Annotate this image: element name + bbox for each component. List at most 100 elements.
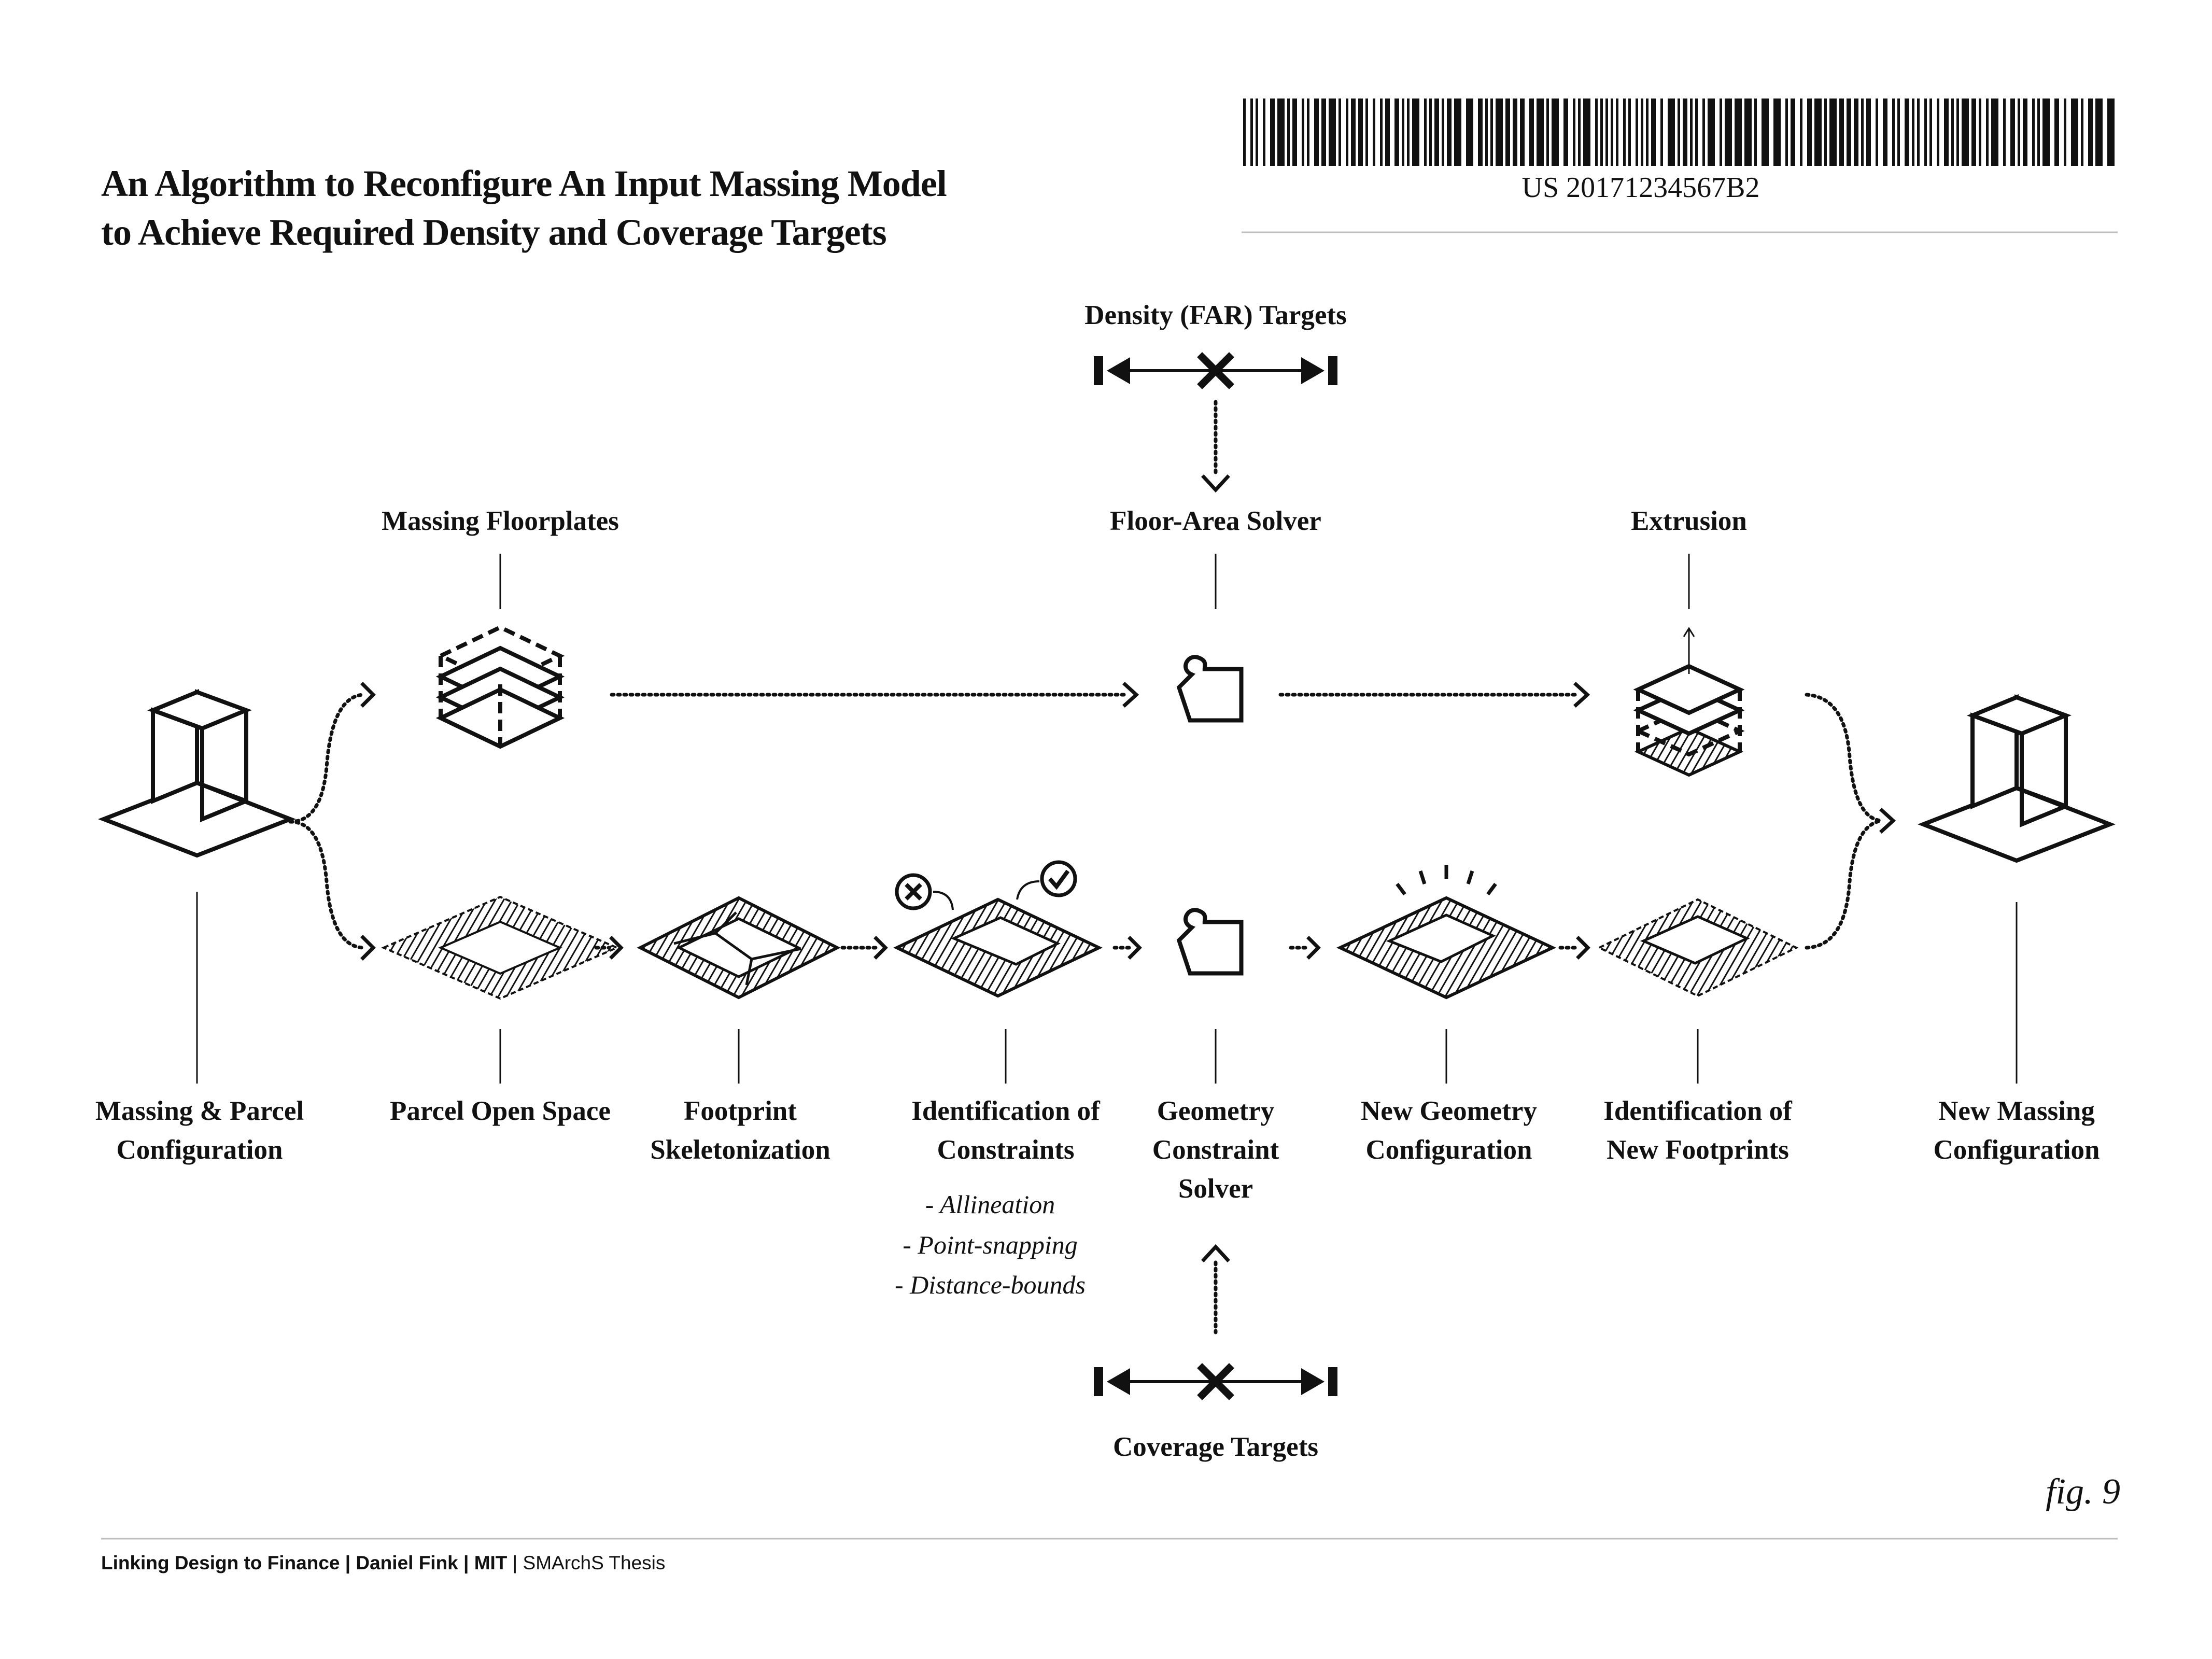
barcode-bar [1944,99,1949,166]
barcode-bar [2095,99,2103,166]
barcode-bar [2064,99,2066,166]
barcode-bar [1243,99,1246,166]
barcode-bar [1800,99,1802,166]
barcode-bar [1529,99,1534,166]
barcode-bar [1429,99,1432,166]
barcode-bar [1979,99,1981,166]
barcode-bar [1358,99,1363,166]
barcode-bar [1951,99,1954,166]
barcode-bar [1380,99,1383,166]
barcode-bar [1270,99,1275,166]
constraint-item: - Allineation [925,1190,1055,1219]
geometry-solver-label-1: Geometry [1157,1096,1275,1126]
barcode-bar [1339,99,1341,166]
footer-school: MIT [474,1552,508,1573]
barcode-bar [1302,99,1304,166]
density-arrow-icon [1201,474,1230,493]
barcode-bar [1929,99,1932,166]
floor-area-solver-label: Floor-Area Solver [1110,506,1321,536]
footer-title: Linking Design to Finance | Daniel Fink … [101,1552,474,1574]
new-geometry-label-2: Configuration [1366,1135,1532,1165]
floor-area-puzzle-icon [1159,638,1267,746]
barcode-bar [1611,99,1613,166]
barcode-bar [2042,99,2050,166]
barcode-bar [1646,99,1649,166]
branch-down-connector [288,820,365,950]
barcode-bar [1754,99,1757,166]
barcode-bar [1321,99,1326,166]
massing-floorplates-label: Massing Floorplates [382,506,619,536]
arrow-icon [1306,936,1321,960]
merge-down-connector [1805,819,1884,950]
barcode-bar [1866,99,1871,166]
merge-up-connector [1805,693,1884,823]
constraint-item: - Point-snapping [903,1230,1077,1259]
barcode-bar [2081,99,2083,166]
barcode-bar [1791,99,1795,166]
massing-parcel-cube-icon [104,692,290,855]
barcode-bar [1883,99,1887,166]
footer-program: | SMArchS Thesis [507,1552,665,1573]
barcode-bar [1573,99,1575,166]
barcode-bar [1628,99,1631,166]
new-massing-cube-icon [1923,697,2110,861]
barcode-bar [1725,99,1732,166]
barcode-bar [1861,99,1864,166]
barcode-bar [1447,99,1452,166]
coverage-arrow-icon [1201,1244,1230,1262]
barcode-bar [1876,99,1878,166]
barcode-bar [1962,99,1969,166]
barcode-bar [1346,99,1348,166]
barcode-bar [2003,99,2006,166]
barcode-bar [1912,99,1914,166]
floorplate-stack-icon [435,625,565,749]
barcode-bar [1314,99,1319,166]
branch-up-connector [288,693,365,824]
barcode-bar [1454,99,1461,166]
geometry-solver-label-2: Constraint [1152,1135,1279,1165]
barcode-bar [1520,99,1525,166]
barcode-bar [1623,99,1626,166]
arrow-icon [1576,936,1590,960]
new-footprints-label-1: Identification of [1603,1096,1793,1126]
barcode-bar [1956,99,1959,166]
density-slider-icon [1094,356,1337,385]
constraints-label-1: Identification of [911,1096,1101,1126]
constraints-label-2: Constraints [937,1135,1074,1165]
barcode-bar [1829,99,1837,166]
parcel-open-space-icon [381,895,620,1000]
barcode-bar [1546,99,1549,166]
arrow-icon [873,936,888,960]
accept-icon [1016,860,1077,900]
arrow-icon [360,682,376,708]
barcode-bar [1847,99,1851,166]
arrow-icon [1122,682,1139,708]
barcode-bar [1892,99,1895,166]
barcode-bar [1683,99,1687,166]
barcode-bar [1485,99,1488,166]
barcode-bar [1616,99,1618,166]
barcode-bar [1690,99,1693,166]
barcode-bar [1600,99,1603,166]
title-line-1: An Algorithm to Reconfigure An Input Mas… [101,163,947,204]
barcode-bar [1807,99,1812,166]
barcode-bar [2018,99,2020,166]
barcode-bar [1496,99,1503,166]
barcode-bar [2071,99,2078,166]
barcode-bar [1735,99,1742,166]
new-massing-label-1: New Massing [1938,1096,2095,1126]
arrow-icon [1128,936,1142,960]
barcode-bar [1365,99,1368,166]
barcode-bar [2023,99,2027,166]
patent-number: US 20171234567B2 [1522,172,1760,204]
barcode-bar [1490,99,1493,166]
barcode-bar [1595,99,1598,166]
barcode-bar [1256,99,1258,166]
barcode-bar [1695,99,1698,166]
skeleton-label-1: Footprint [684,1096,797,1126]
barcode-bar [1329,99,1336,166]
barcode-bar [1678,99,1680,166]
barcode-bar [1583,99,1590,166]
barcode-bar [1513,99,1517,166]
